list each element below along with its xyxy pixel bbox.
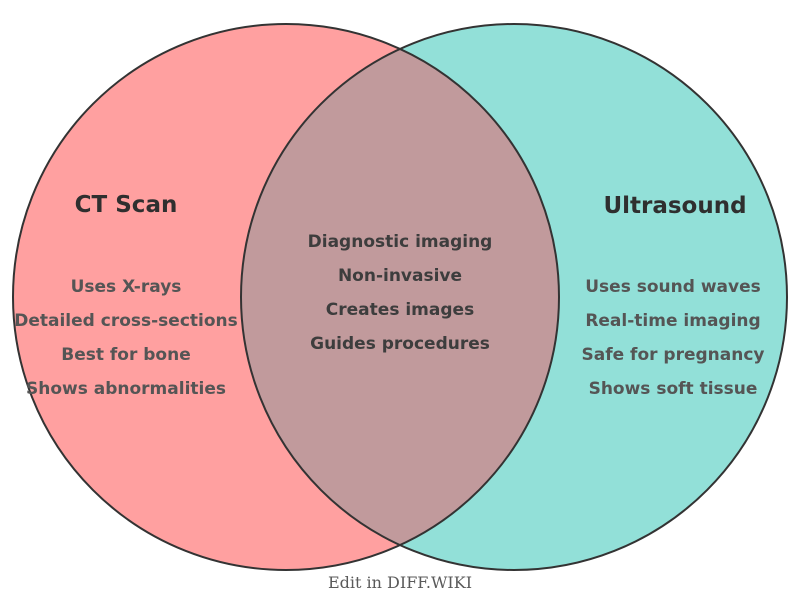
ct-scan-item: Uses X-rays: [70, 277, 182, 297]
ct-scan-item: Detailed cross-sections: [14, 311, 238, 331]
intersection-item: Creates images: [325, 300, 475, 320]
ultrasound-title: Ultrasound: [603, 193, 747, 219]
intersection-region: [241, 24, 559, 570]
ultrasound-item: Shows soft tissue: [588, 379, 758, 399]
ct-scan-item: Shows abnormalities: [25, 379, 226, 399]
ct-scan-item: Best for bone: [61, 345, 191, 365]
ultrasound-item-list: Uses sound waves Real-time imaging Safe …: [581, 270, 764, 406]
edit-in-diffwiki-link[interactable]: Edit in DIFF.WIKI: [327, 573, 473, 592]
ct-scan-title: CT Scan: [74, 192, 178, 218]
intersection-item-list: Diagnostic imaging Non-invasive Creates …: [308, 225, 493, 361]
ultrasound-item: Uses sound waves: [585, 277, 761, 297]
intersection-item: Diagnostic imaging: [307, 232, 493, 252]
intersection-item: Guides procedures: [310, 334, 490, 354]
ct-scan-circle-outline: [12, 23, 560, 571]
ultrasound-item: Real-time imaging: [585, 311, 761, 331]
ultrasound-circle-outline: [240, 23, 788, 571]
ultrasound-item: Safe for pregnancy: [581, 345, 765, 365]
ct-scan-item-list: Uses X-rays Detailed cross-sections Best…: [14, 270, 238, 406]
intersection-item: Non-invasive: [337, 266, 463, 286]
